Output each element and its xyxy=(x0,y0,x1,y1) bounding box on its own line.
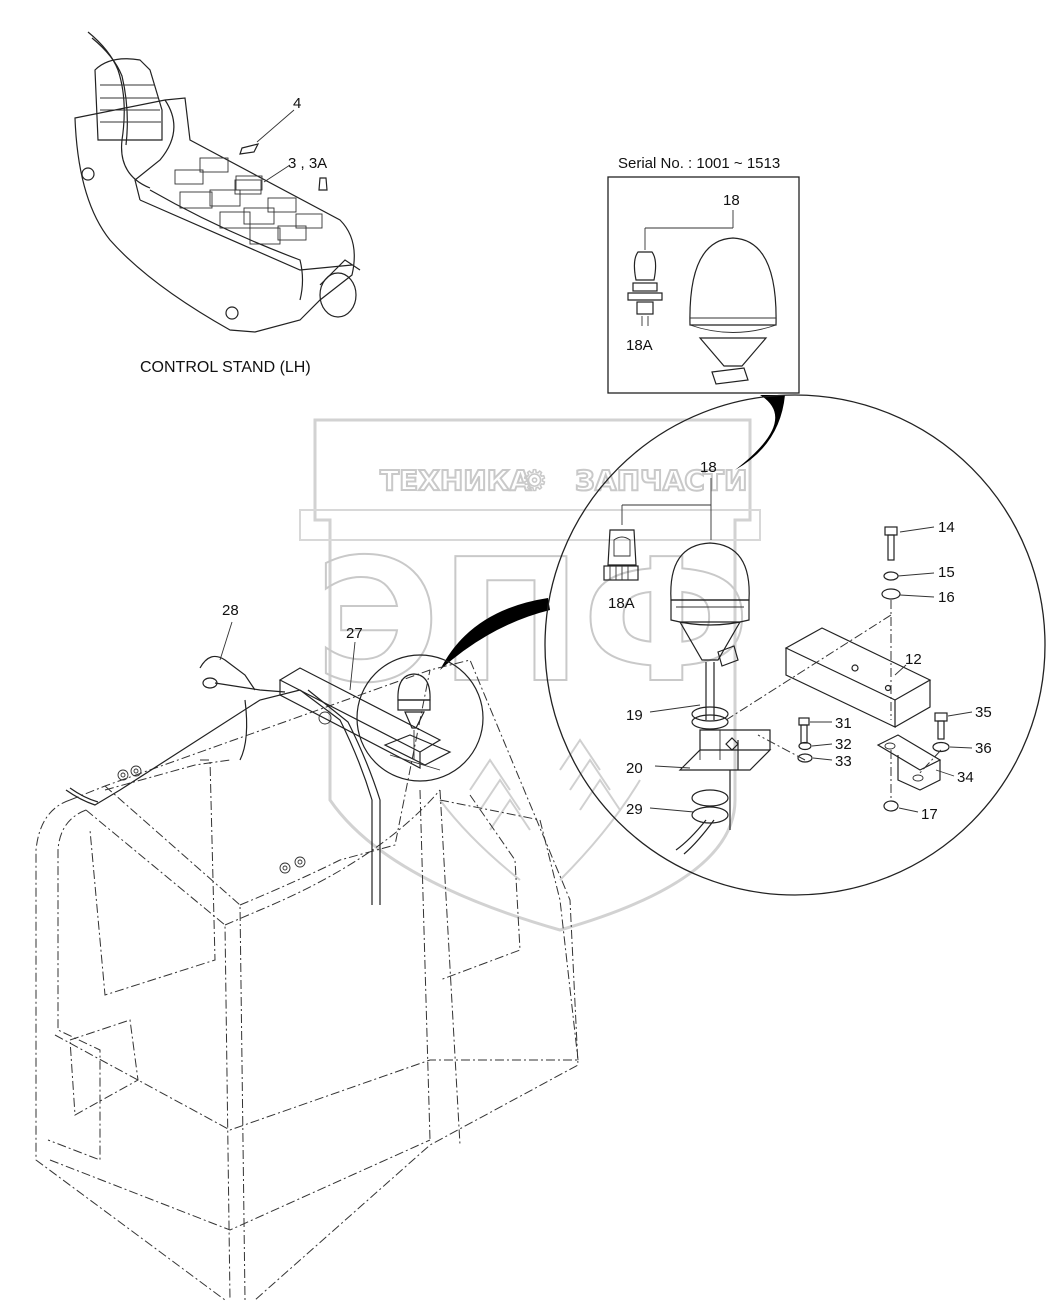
detail-callout-17: 17 xyxy=(921,806,938,823)
detail-callout-15: 15 xyxy=(938,564,955,581)
inset-beacon-icon xyxy=(689,237,777,385)
inset-leader-18 xyxy=(644,210,734,250)
detail-bolt-14 xyxy=(884,526,898,561)
watermark-text-right: ЗАПЧАСТИ xyxy=(575,464,747,497)
detail-callout-12: 12 xyxy=(905,651,922,668)
cab-detail-circle xyxy=(356,654,484,782)
serial-label: Serial No. : 1001 ~ 1513 xyxy=(618,155,780,172)
watermark: ТЕХНИКА ⚙ ЗАПЧАСТИ ЭПФ xyxy=(299,418,761,932)
detail-washer-32 xyxy=(798,741,812,751)
leader-3 xyxy=(263,164,291,183)
callout-3-3a: 3 , 3A xyxy=(288,155,327,172)
detail-callout-14: 14 xyxy=(938,519,955,536)
detail-bolt-35 xyxy=(934,712,948,740)
detail-bracket-34 xyxy=(876,734,942,791)
axis-35 xyxy=(917,749,942,776)
detail-callout-31: 31 xyxy=(835,715,852,732)
detail-bolt-31 xyxy=(798,717,810,744)
detail-callout-16: 16 xyxy=(938,589,955,606)
arrow-serial-to-detail xyxy=(735,395,785,470)
detail-callout-29: 29 xyxy=(626,801,643,818)
cab-illustration xyxy=(35,655,579,1301)
detail-circle xyxy=(544,394,1046,896)
detail-callout-36: 36 xyxy=(975,740,992,757)
inset-bulb-icon xyxy=(627,251,663,326)
control-stand-title: CONTROL STAND (LH) xyxy=(140,359,311,376)
detail-callout-34: 34 xyxy=(957,769,974,786)
detail-washer-16 xyxy=(881,588,901,600)
detail-callout-33: 33 xyxy=(835,753,852,770)
watermark-gear-icon: ⚙ xyxy=(522,465,547,496)
axis-31 xyxy=(757,734,806,761)
callout-4: 4 xyxy=(293,95,301,112)
detail-callout-18: 18 xyxy=(700,459,717,476)
leader-4 xyxy=(256,109,295,143)
detail-leader-18 xyxy=(621,478,712,540)
detail-callout-35: 35 xyxy=(975,704,992,721)
detail-bulb-icon xyxy=(603,529,639,581)
detail-callout-20: 20 xyxy=(626,760,643,777)
detail-bracket-12 xyxy=(784,627,932,728)
detail-callout-18a: 18A xyxy=(608,595,635,612)
inset-callout-18: 18 xyxy=(723,192,740,209)
cab-beacon-icon xyxy=(383,673,452,771)
watermark-text-left: ТЕХНИКА xyxy=(380,464,532,497)
detail-nut-17 xyxy=(883,800,899,812)
serial-inset-box xyxy=(607,176,800,394)
arrow-detail-to-cab xyxy=(440,598,550,670)
inset-callout-18a: 18A xyxy=(626,337,653,354)
detail-callout-19: 19 xyxy=(626,707,643,724)
cab-callout-27: 27 xyxy=(346,625,363,642)
detail-callout-32: 32 xyxy=(835,736,852,753)
detail-beacon-icon xyxy=(670,542,750,855)
cab-callout-28: 28 xyxy=(222,602,239,619)
axis-16 xyxy=(725,614,892,721)
detail-washer-36 xyxy=(932,741,950,753)
control-stand-illustration xyxy=(74,31,361,333)
detail-washer-15 xyxy=(883,571,899,581)
detail-bracket-20 xyxy=(678,729,772,830)
detail-washer-33 xyxy=(797,753,813,763)
